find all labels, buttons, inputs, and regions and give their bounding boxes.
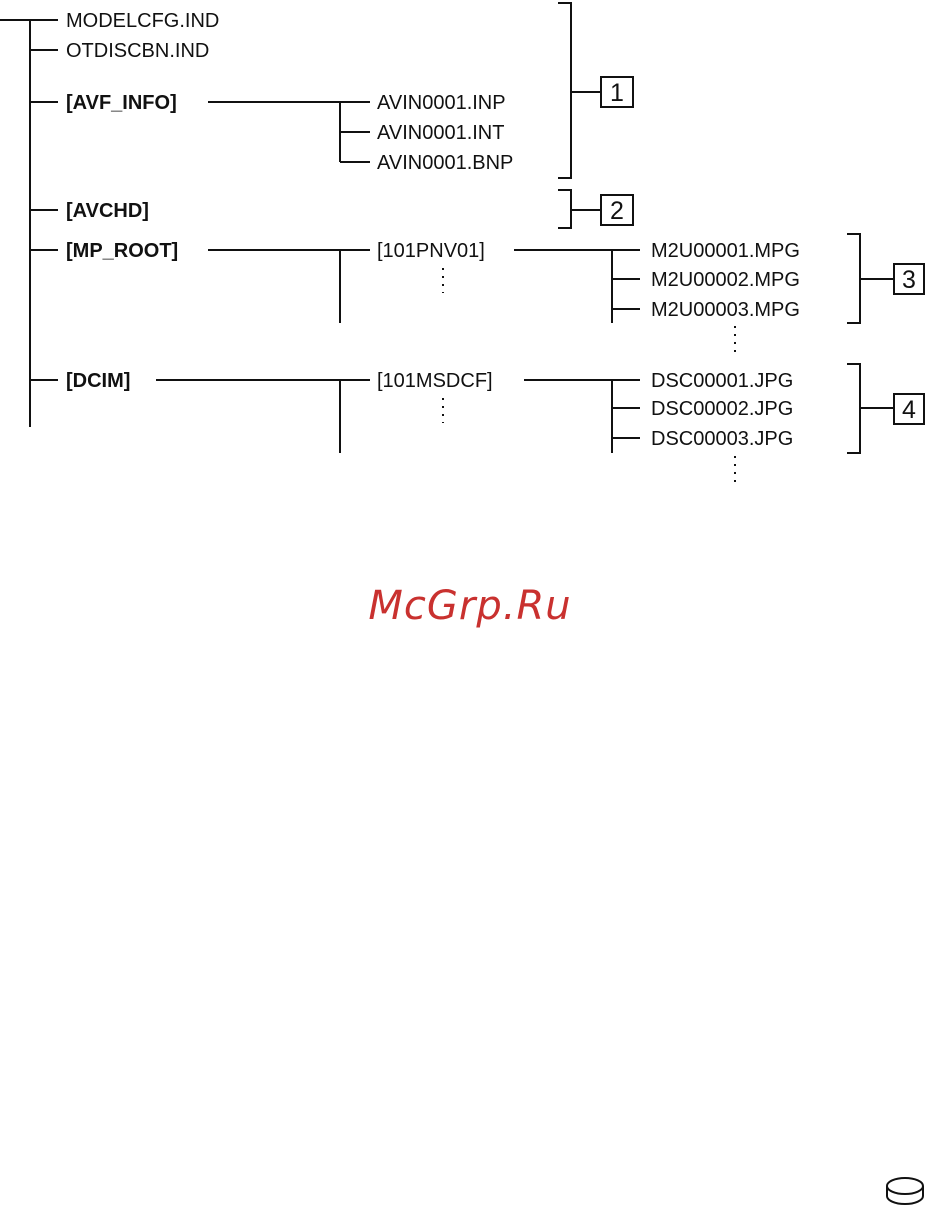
file-avin-inp: AVIN0001.INP xyxy=(377,92,506,114)
file-avin-bnp: AVIN0001.BNP xyxy=(377,152,513,174)
file-m2u00001: M2U00001.MPG xyxy=(651,240,800,262)
folder-avchd: [AVCHD] xyxy=(66,200,149,222)
file-otdiscbn: OTDISCBN.IND xyxy=(66,40,209,62)
bracket-4 xyxy=(847,364,860,453)
callout-2: 2 xyxy=(610,197,624,225)
file-avin-int: AVIN0001.INT xyxy=(377,122,504,144)
file-m2u00003: M2U00003.MPG xyxy=(651,299,800,321)
watermark: McGrp.Ru xyxy=(368,583,571,629)
file-dsc00002: DSC00002.JPG xyxy=(651,398,793,420)
file-m2u00002: M2U00002.MPG xyxy=(651,269,800,291)
bracket-3 xyxy=(847,234,860,323)
folder-avf-info: [AVF_INFO] xyxy=(66,92,177,114)
bracket-1 xyxy=(558,3,571,178)
callout-3: 3 xyxy=(902,266,916,294)
file-dsc00003: DSC00003.JPG xyxy=(651,428,793,450)
folder-mp-root: [MP_ROOT] xyxy=(66,240,178,262)
callout-1: 1 xyxy=(610,79,624,107)
disc-icon xyxy=(887,1178,923,1204)
callout-4: 4 xyxy=(902,396,916,424)
file-modelcfg: MODELCFG.IND xyxy=(66,10,219,32)
file-dsc00001: DSC00001.JPG xyxy=(651,370,793,392)
bracket-2 xyxy=(558,190,571,228)
folder-101pnv01: [101PNV01] xyxy=(377,240,485,262)
folder-dcim: [DCIM] xyxy=(66,370,130,392)
folder-101msdcf: [101MSDCF] xyxy=(377,370,493,392)
